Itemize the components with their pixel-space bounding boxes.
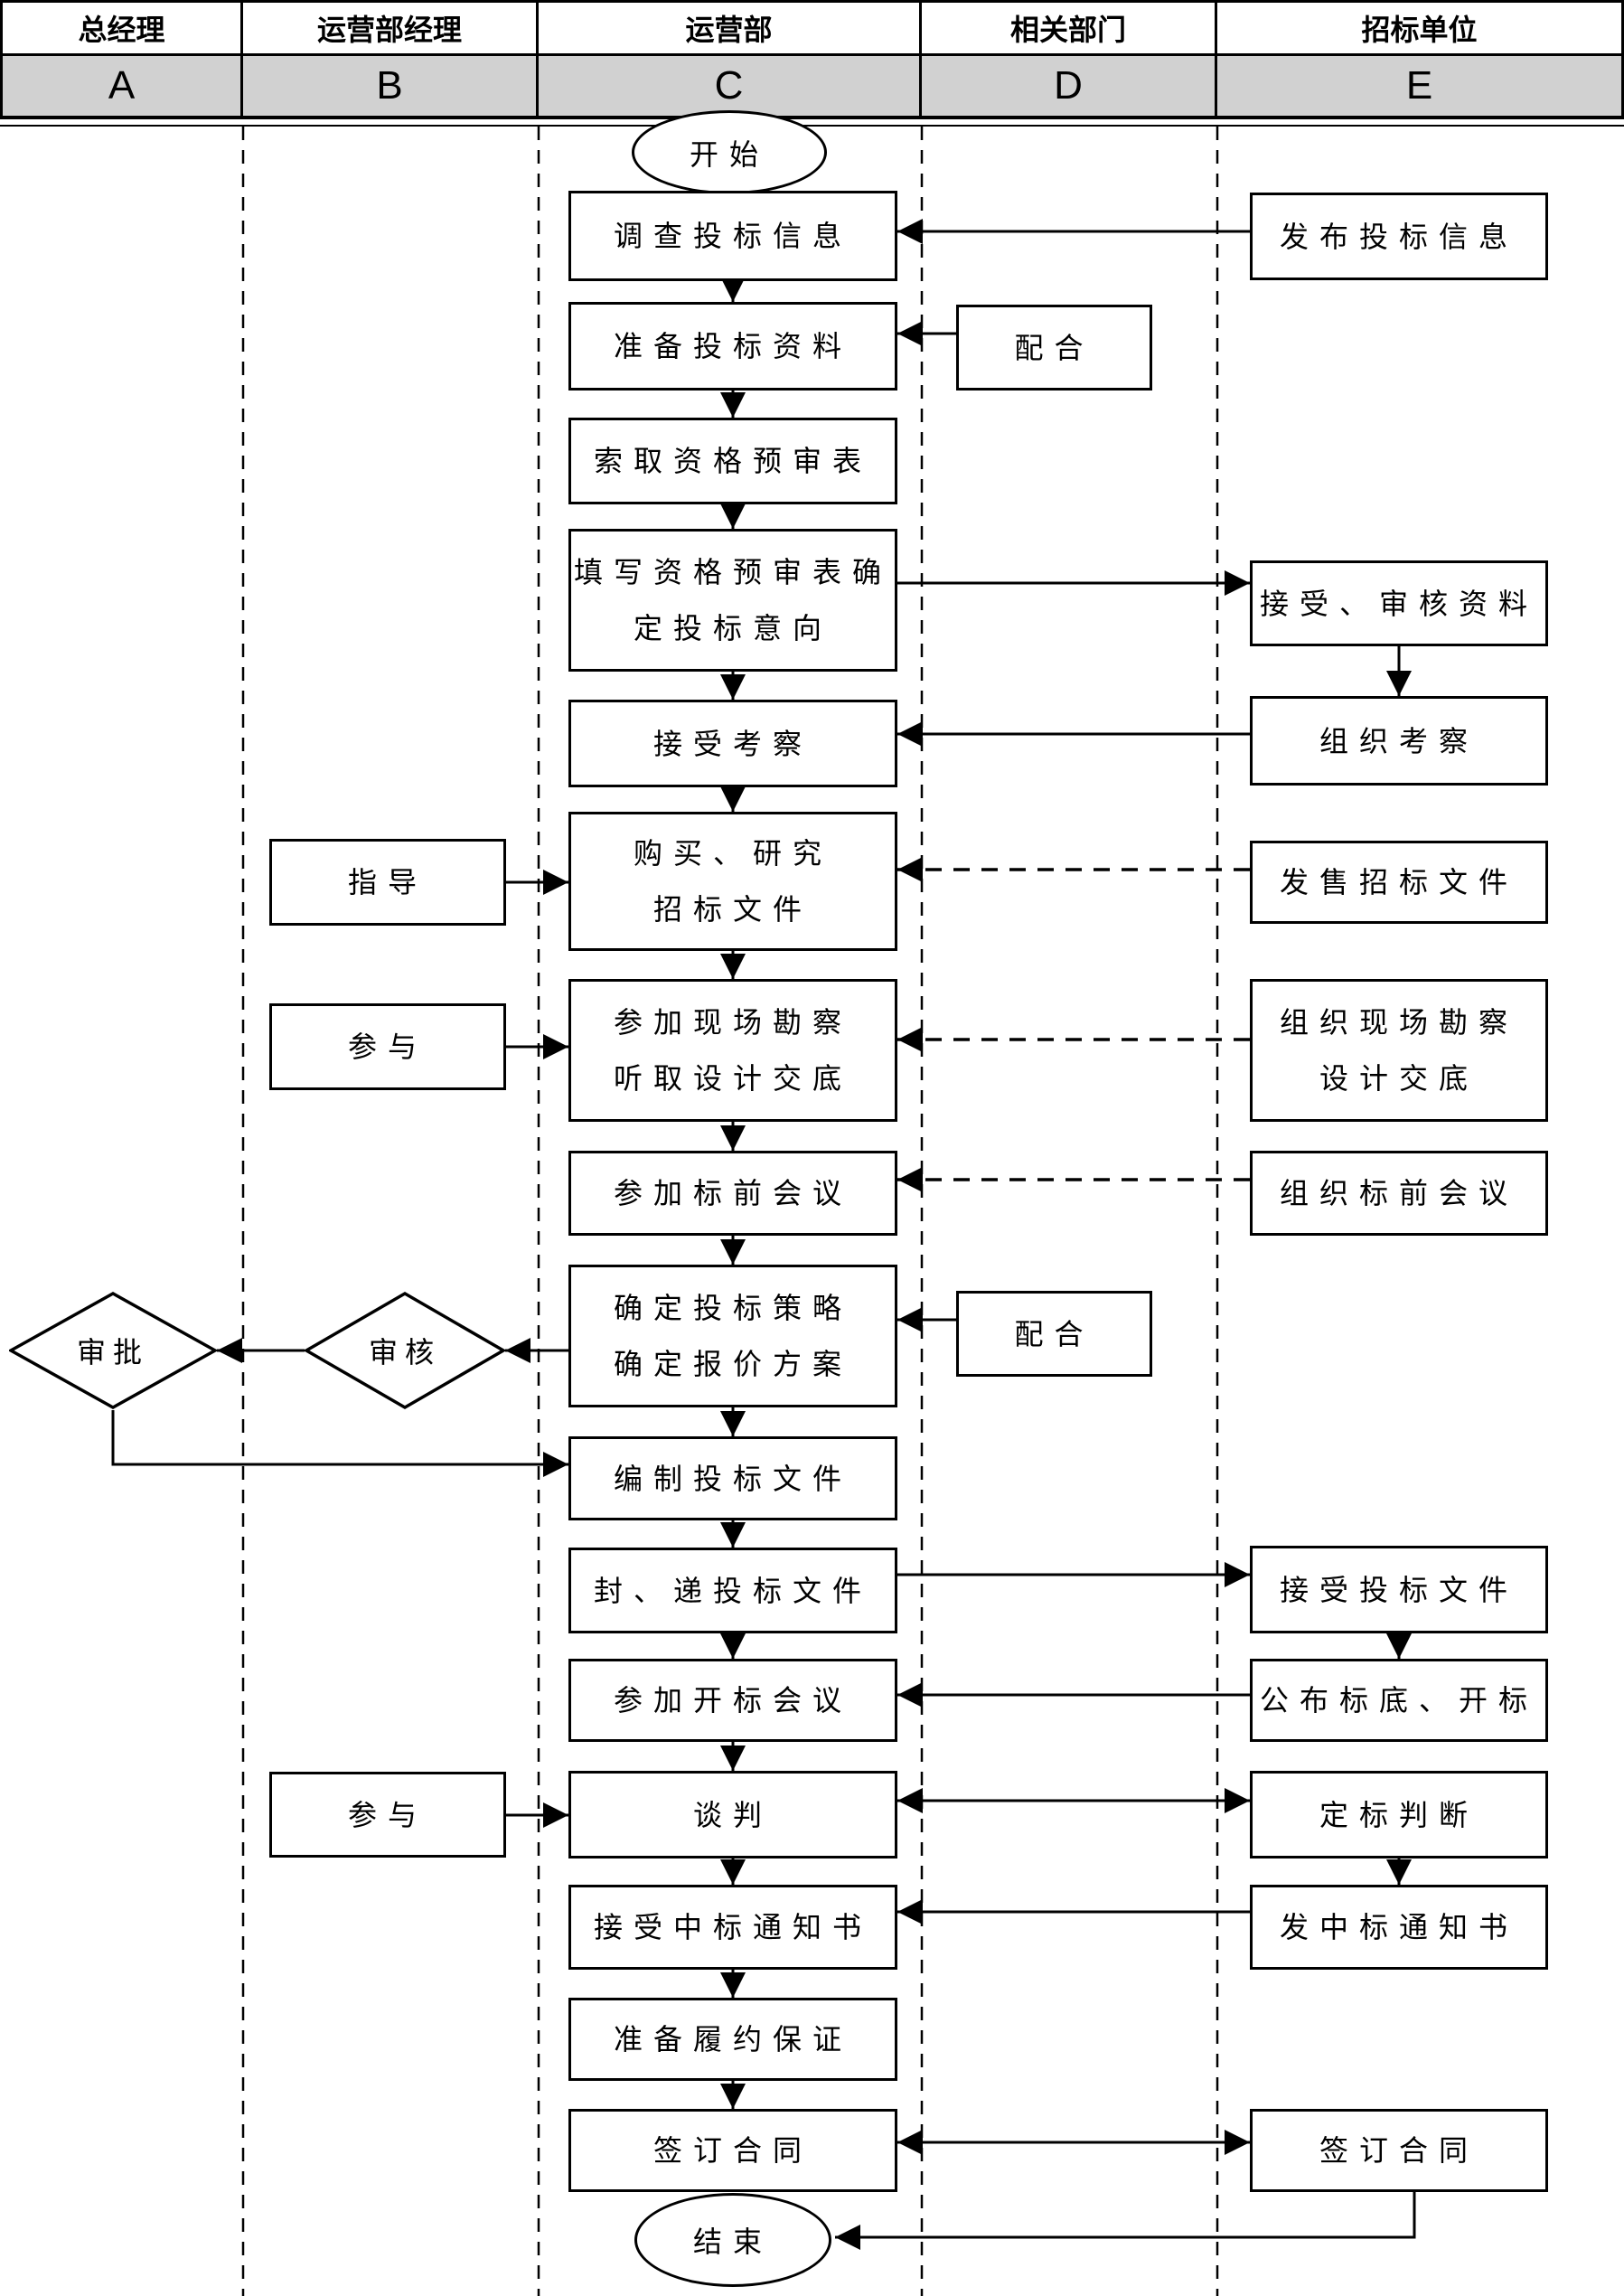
node-accept-review-materials: 接受、审核资料 [1250,560,1548,646]
node-organize-pre-bid-meeting: 组织标前会议 [1250,1151,1548,1236]
node-organize-site-survey: 组织现场勘察 设计交底 [1250,979,1548,1122]
node-organize-inspection: 组织考察 [1250,696,1548,786]
lane-letter-b: B [243,56,539,119]
double-arrows [897,1788,1250,2155]
solid-arrows [111,219,1416,2250]
arrow-signcontract-to-end [835,2192,1416,2250]
node-cooperate-materials: 配合 [956,305,1152,391]
node-sign-contract-ops: 签订合同 [568,2109,897,2192]
lane-title-ops-dept: 运营部 [539,0,922,56]
node-participate-negotiation: 参与 [269,1772,506,1858]
arrow-approve-to-compile [111,1410,568,1477]
node-approve-decision: 审批 [9,1291,217,1410]
lane-letter-c: C [539,56,922,119]
node-seal-deliver-bid-documents: 封、递投标文件 [568,1548,897,1633]
lane-letter-e: E [1217,56,1624,119]
node-request-prequalification: 索取资格预审表 [568,418,897,504]
lane-letter-a: A [0,56,243,119]
start-terminator: 开始 [632,110,827,194]
node-award-judgment: 定标判断 [1250,1771,1548,1858]
node-determine-bid-strategy: 确定投标策略 确定报价方案 [568,1265,897,1407]
end-terminator: 结束 [634,2193,831,2287]
node-fill-prequalification: 填写资格预审表确 定投标意向 [568,529,897,672]
node-announce-base-price: 公布标底、开标 [1250,1659,1548,1742]
node-cooperate-strategy: 配合 [956,1291,1152,1377]
lane-letter-d: D [922,56,1217,119]
node-attend-pre-bid-meeting: 参加标前会议 [568,1151,897,1236]
node-buy-study-bid-documents: 购买、研究 招标文件 [568,812,897,951]
node-sign-contract-tender: 签订合同 [1250,2109,1548,2192]
node-participate-site-survey: 参与 [269,1003,506,1090]
node-receive-award-notice: 接受中标通知书 [568,1885,897,1970]
node-guide: 指导 [269,839,506,926]
node-negotiation: 谈判 [568,1771,897,1858]
node-issue-award-notice: 发中标通知书 [1250,1885,1548,1970]
header-underline [0,125,1624,127]
node-publish-bid-info: 发布投标信息 [1250,193,1548,280]
node-prepare-bid-materials: 准备投标资料 [568,302,897,391]
node-compile-bid-documents: 编制投标文件 [568,1436,897,1520]
lane-divider-lines [241,127,1219,2296]
node-receive-bid-documents: 接受投标文件 [1250,1546,1548,1633]
dashed-arrows [897,857,1250,1192]
lane-title-general-manager: 总经理 [0,0,243,56]
node-sell-bid-documents: 发售招标文件 [1250,841,1548,924]
lane-title-related-depts: 相关部门 [922,0,1217,56]
node-survey-bid-info: 调查投标信息 [568,191,897,281]
node-accept-inspection: 接受考察 [568,700,897,787]
node-attend-bid-opening-meeting: 参加开标会议 [568,1659,897,1742]
node-review-decision: 审核 [305,1291,505,1410]
node-prepare-performance-guarantee: 准备履约保证 [568,1998,897,2081]
lane-title-tender-unit: 招标单位 [1217,0,1624,56]
lane-title-ops-manager: 运营部经理 [243,0,539,56]
node-attend-site-survey: 参加现场勘察 听取设计交底 [568,979,897,1122]
